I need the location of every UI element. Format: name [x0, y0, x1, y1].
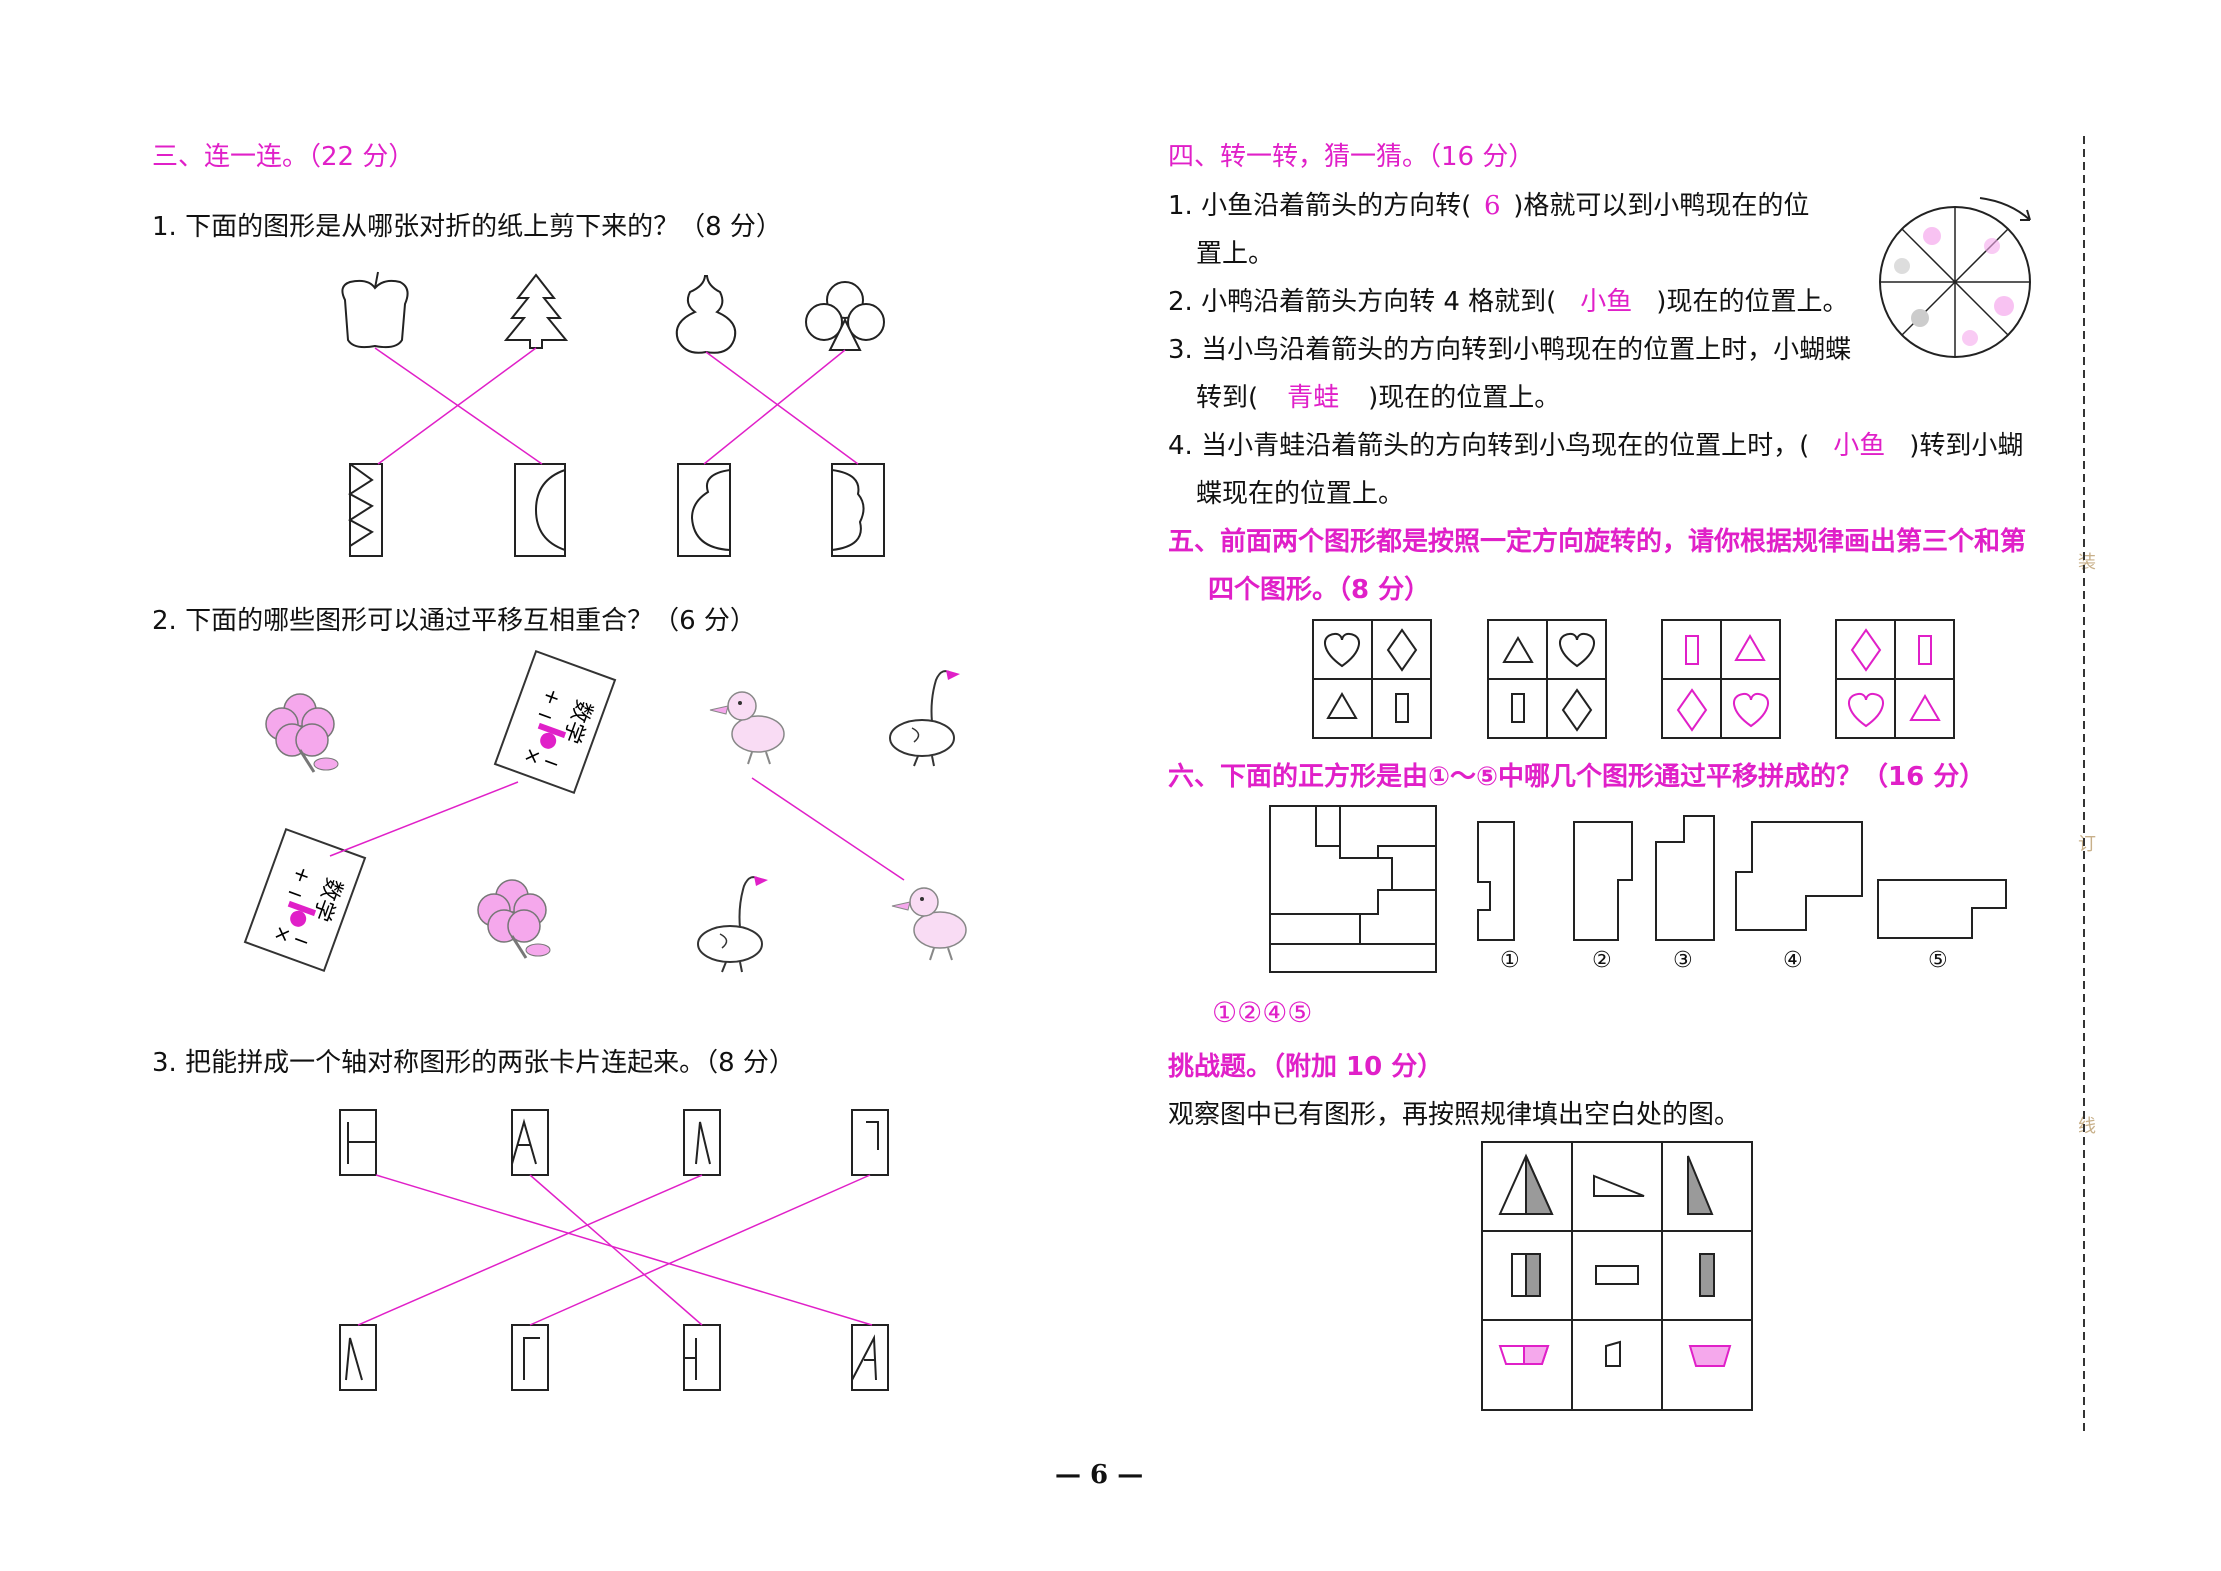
q4-3-line2: 转到( 青蛙 )现在的位置上。: [1196, 377, 1560, 414]
section6-title: 六、下面的正方形是由①～⑤中哪几个图形通过平移拼成的？（16 分）: [1168, 762, 1986, 792]
piece-label-2: ②: [1592, 948, 1612, 973]
piece-3[interactable]: [1655, 815, 1715, 941]
q3-connect-line-3: [357, 1174, 703, 1326]
q3-connect-line-2: [529, 1174, 703, 1326]
binding-mark-1: 装: [2078, 552, 2096, 573]
folded-paper-zigzag[interactable]: [348, 463, 383, 557]
card-bottom-4[interactable]: [851, 1324, 889, 1391]
q4-2-line: 2. 小鸭沿着箭头方向转 4 格就到( 小鱼 )现在的位置上。: [1168, 281, 1848, 318]
q4-3-text-b: 转到(: [1196, 383, 1259, 413]
goose-top[interactable]: [889, 669, 961, 767]
card-top-3[interactable]: [683, 1109, 721, 1176]
q4-1-text-b: )格就可以到小鸭现在的位: [1513, 191, 1810, 221]
challenge-title: 挑战题。（附加 10 分）: [1168, 1052, 1444, 1082]
rotation-grid-1: [1312, 619, 1432, 739]
card-bottom-2[interactable]: [511, 1324, 549, 1391]
goose-bottom[interactable]: [697, 875, 769, 973]
rotation-grid-4-answer: [1835, 619, 1955, 739]
card-top-1[interactable]: [339, 1109, 377, 1176]
q4-4-text-a: 4. 当小青蛙沿着箭头的方向转到小鸟现在的位置上时，(: [1168, 431, 1810, 461]
page-number: — 6 —: [1055, 1460, 1144, 1490]
flower-top[interactable]: [264, 692, 340, 774]
q4-1-answer: 6: [1483, 191, 1501, 221]
flower-bottom[interactable]: [476, 878, 552, 960]
card-bottom-3[interactable]: [683, 1324, 721, 1391]
q1-connect-line-4: [703, 349, 846, 465]
binding-mark-3: 线: [2078, 1116, 2096, 1137]
animal-wheel: [1879, 197, 2031, 358]
card-top-2[interactable]: [511, 1109, 549, 1176]
q1-connect-line-2: [377, 347, 537, 465]
folded-paper-club[interactable]: [831, 463, 885, 557]
q2-connect-line-2: [751, 777, 905, 881]
piece-label-4: ④: [1783, 948, 1803, 973]
piece-1[interactable]: [1477, 821, 1515, 941]
piece-label-3: ③: [1673, 948, 1693, 973]
q4-3-answer: 青蛙: [1287, 383, 1340, 413]
card-bottom-1[interactable]: [339, 1324, 377, 1391]
piece-4[interactable]: [1735, 821, 1863, 931]
section3-title: 三、连一连。（22 分）: [152, 142, 415, 172]
q4-4-answer: 小鱼: [1833, 431, 1886, 461]
q3-connect-line-1: [375, 1174, 873, 1326]
section4-title: 四、转一转，猜一猜。（16 分）: [1168, 142, 1535, 172]
question-1-text: 1. 下面的图形是从哪张对折的纸上剪下来的？（8 分）: [152, 212, 782, 242]
challenge-text: 观察图中已有图形，再按照规律填出空白处的图。: [1168, 1100, 1741, 1130]
q4-1-text-a: 1. 小鱼沿着箭头的方向转(: [1168, 191, 1472, 221]
q4-4-text-c: 蝶现在的位置上。: [1196, 479, 1405, 509]
composite-square: [1269, 805, 1437, 973]
folded-paper-curve[interactable]: [514, 463, 566, 557]
q1-connect-line-1: [374, 347, 543, 465]
q4-2-text-a: 2. 小鸭沿着箭头方向转 4 格就到(: [1168, 287, 1557, 317]
piece-label-1: ①: [1500, 948, 1520, 973]
club-shape[interactable]: [805, 281, 885, 351]
duckling-top[interactable]: [709, 691, 785, 765]
gourd-shape[interactable]: [675, 275, 737, 354]
q4-1-text-c: 置上。: [1196, 239, 1275, 269]
math-book-bottom[interactable]: [244, 828, 366, 972]
q4-2-text-b: )现在的位置上。: [1656, 287, 1849, 317]
q2-connect-line-1: [329, 781, 519, 857]
question-2-text: 2. 下面的哪些图形可以通过平移互相重合？（6 分）: [152, 606, 756, 636]
section5-title-2: 四个图形。（8 分）: [1208, 575, 1431, 605]
apple-shape[interactable]: [341, 271, 409, 349]
piece-2[interactable]: [1573, 821, 1633, 941]
q4-3-text-a: 3. 当小鸟沿着箭头的方向转到小鸭现在的位置上时，小蝴蝶: [1168, 335, 1852, 365]
folded-paper-gourd[interactable]: [677, 463, 731, 557]
q4-4-line: 4. 当小青蛙沿着箭头的方向转到小鸟现在的位置上时，( 小鱼 )转到小蝴: [1168, 425, 2023, 462]
question-3-text: 3. 把能拼成一个轴对称图形的两张卡片连起来。（8 分）: [152, 1048, 795, 1078]
piece-label-5: ⑤: [1928, 948, 1948, 973]
q4-2-answer: 小鱼: [1580, 287, 1633, 317]
challenge-grid: [1481, 1141, 1753, 1411]
q3-connect-line-4: [529, 1174, 871, 1326]
section5-title: 五、前面两个图形都是按照一定方向旋转的，请你根据规律画出第三个和第: [1168, 527, 2027, 557]
rotation-grid-3-answer: [1661, 619, 1781, 739]
q4-3-text-c: )现在的位置上。: [1368, 383, 1561, 413]
section6-answer: ①②④⑤: [1212, 996, 1313, 1029]
card-top-4[interactable]: [851, 1109, 889, 1176]
binding-mark-2: 订: [2078, 834, 2096, 855]
tree-shape[interactable]: [503, 273, 569, 349]
q4-1-line: 1. 小鱼沿着箭头的方向转( 6 )格就可以到小鸭现在的位: [1168, 185, 1809, 222]
math-book-top[interactable]: [494, 650, 616, 794]
duckling-bottom[interactable]: [891, 887, 967, 961]
q4-4-text-b: )转到小蝴: [1909, 431, 2024, 461]
piece-5[interactable]: [1877, 879, 2007, 939]
q1-connect-line-3: [705, 351, 859, 465]
rotation-grid-2: [1487, 619, 1607, 739]
